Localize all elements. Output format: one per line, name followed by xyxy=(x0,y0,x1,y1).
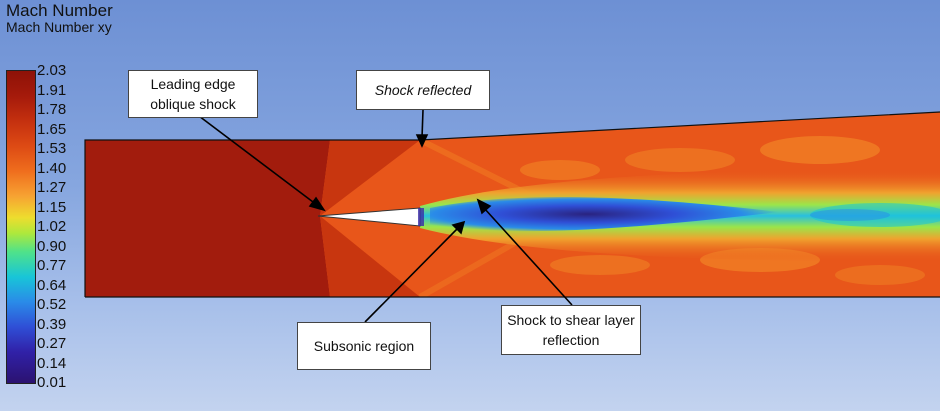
arrow-head-shock-reflected xyxy=(415,134,429,148)
subsonic-core xyxy=(430,196,780,232)
arrow-leading-edge xyxy=(194,112,318,206)
colorbar-tick-label: 2.03 xyxy=(37,62,67,79)
colorbar-tick-label: 0.64 xyxy=(37,276,67,294)
colorbar xyxy=(6,70,36,384)
callout-shock-reflected: Shock reflected xyxy=(356,70,490,110)
flow-domain xyxy=(85,112,940,297)
colorbar-tick-label: 0.39 xyxy=(37,315,67,333)
arrow-subsonic xyxy=(364,227,459,323)
callout-leading-edge-shock: Leading edge oblique shock xyxy=(128,70,258,118)
colorbar-tick-label: 1.40 xyxy=(37,159,67,177)
callout-subsonic-region: Subsonic region xyxy=(297,322,431,370)
colorbar-tick-label: 0.90 xyxy=(37,237,67,255)
domain-upper-wall xyxy=(84,111,940,297)
freestream-region xyxy=(85,140,330,297)
arrow-shock-reflected xyxy=(421,109,424,139)
base-region xyxy=(418,208,424,226)
arrow-head-subsonic xyxy=(451,220,466,235)
lower-shock-fan xyxy=(320,216,420,297)
colorbar-tick-label: 1.78 xyxy=(37,101,67,118)
colorbar-tick-label: 0.01 xyxy=(37,374,67,391)
colorbar-tick-label: 0.77 xyxy=(37,257,67,274)
legend-title-sub: Mach Number xy xyxy=(6,18,112,35)
reflected-shock-ray-lower xyxy=(418,237,522,297)
arrow-head-shear-layer xyxy=(476,198,492,215)
colorbar-tick-label: 0.52 xyxy=(37,296,67,313)
colorbar-tick-label: 0.14 xyxy=(37,354,67,372)
colorbar-tick-label: 1.53 xyxy=(37,140,67,157)
colorbar-tick-label: 1.15 xyxy=(37,198,67,216)
arrow-head-leading-edge xyxy=(308,196,326,212)
colorbar-tick-label: 0.27 xyxy=(37,335,67,352)
callout-shear-layer-reflection: Shock to shear layer reflection xyxy=(501,305,641,355)
colorbar-tick-label: 1.27 xyxy=(37,179,67,196)
arrow-shear-layer xyxy=(483,207,573,306)
colorbar-tick-label: 1.65 xyxy=(37,120,67,138)
legend-title-main: Mach Number xyxy=(6,1,113,20)
legend-title: Mach Number Mach Number xy xyxy=(6,2,113,35)
colorbar-tick-label: 1.02 xyxy=(37,218,67,235)
annotation-arrows xyxy=(194,109,573,323)
colorbar-tick-label: 1.91 xyxy=(37,81,67,99)
upper-shock-fan xyxy=(320,140,420,216)
